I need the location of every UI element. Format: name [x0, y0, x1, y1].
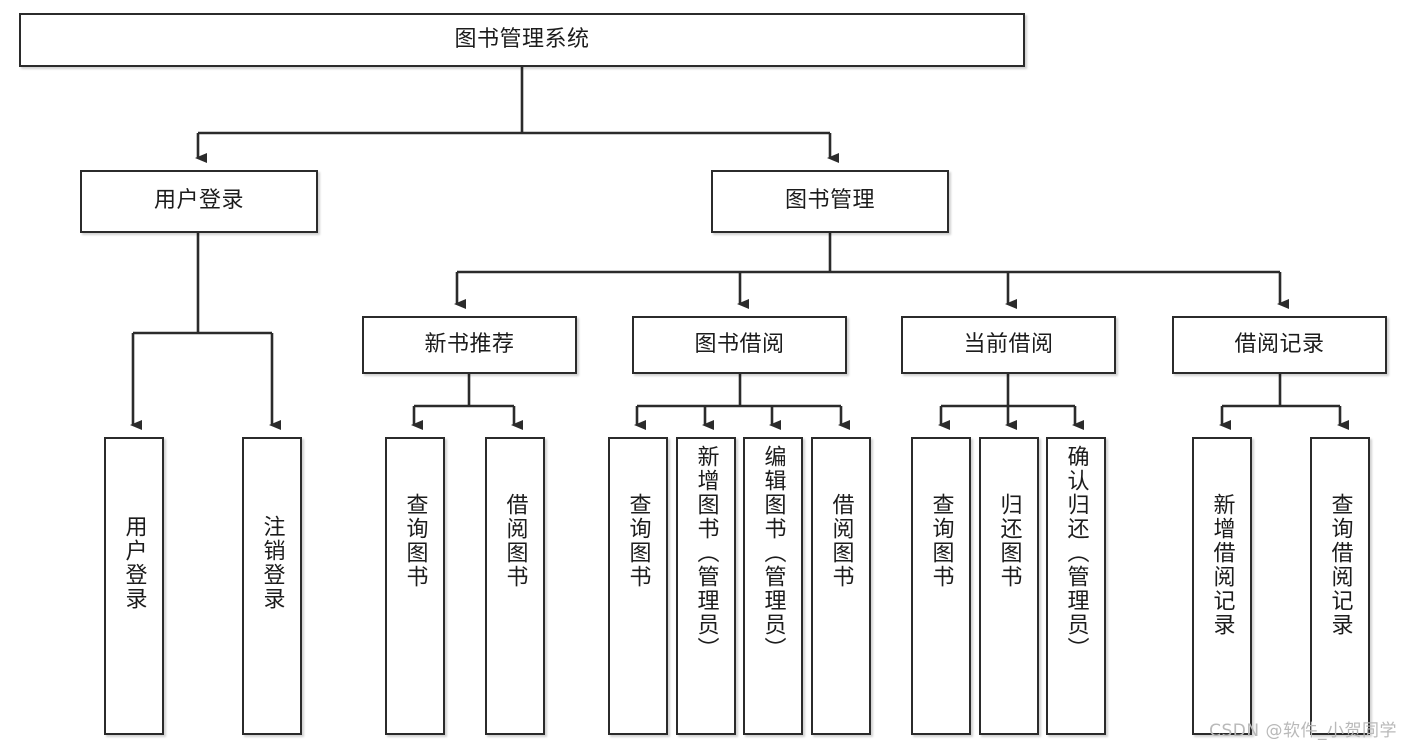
node-book-borrow-label: 图书借阅	[694, 331, 785, 357]
node-new-book-rec-label: 新书推荐	[424, 331, 515, 357]
node-current-borrow-label: 当前借阅	[963, 331, 1054, 357]
node-leaf-confirm-return-label: 确认归还（管理员）	[1063, 445, 1089, 661]
node-leaf-user-login-label: 用户登录	[121, 515, 147, 611]
node-leaf-query-record[interactable]: 查询借阅记录	[1310, 437, 1370, 735]
node-borrow-record-label: 借阅记录	[1234, 331, 1325, 357]
node-leaf-add-book-label: 新增图书（管理员）	[693, 445, 719, 661]
node-leaf-confirm-return[interactable]: 确认归还（管理员）	[1046, 437, 1106, 735]
node-leaf-borrow-book-2-label: 借阅图书	[828, 493, 854, 589]
node-leaf-query-book-3[interactable]: 查询图书	[911, 437, 971, 735]
node-leaf-borrow-book-1-label: 借阅图书	[502, 493, 528, 589]
node-user-login[interactable]: 用户登录	[80, 170, 318, 233]
node-root-label: 图书管理系统	[454, 26, 590, 52]
node-current-borrow[interactable]: 当前借阅	[901, 316, 1116, 374]
node-leaf-logout-label: 注销登录	[259, 515, 285, 611]
node-leaf-query-record-label: 查询借阅记录	[1327, 493, 1353, 637]
node-leaf-borrow-book-2[interactable]: 借阅图书	[811, 437, 871, 735]
watermark: CSDN @软件_小贺同学	[1209, 721, 1397, 741]
node-root[interactable]: 图书管理系统	[19, 13, 1025, 67]
node-leaf-query-book-2[interactable]: 查询图书	[608, 437, 668, 735]
node-user-login-label: 用户登录	[153, 188, 244, 214]
node-leaf-query-book-3-label: 查询图书	[928, 493, 954, 589]
node-leaf-return-book-label: 归还图书	[996, 493, 1022, 589]
node-leaf-borrow-book-1[interactable]: 借阅图书	[485, 437, 545, 735]
node-book-manage-label: 图书管理	[784, 188, 875, 214]
node-leaf-edit-book[interactable]: 编辑图书（管理员）	[743, 437, 803, 735]
node-book-borrow[interactable]: 图书借阅	[632, 316, 847, 374]
node-leaf-add-record[interactable]: 新增借阅记录	[1192, 437, 1252, 735]
node-leaf-add-book[interactable]: 新增图书（管理员）	[676, 437, 736, 735]
node-leaf-user-login[interactable]: 用户登录	[104, 437, 164, 735]
node-leaf-add-record-label: 新增借阅记录	[1209, 493, 1235, 637]
node-leaf-query-book-1-label: 查询图书	[402, 493, 428, 589]
node-leaf-query-book-2-label: 查询图书	[625, 493, 651, 589]
node-book-manage[interactable]: 图书管理	[711, 170, 949, 233]
node-leaf-edit-book-label: 编辑图书（管理员）	[760, 445, 786, 661]
node-new-book-rec[interactable]: 新书推荐	[362, 316, 577, 374]
node-leaf-return-book[interactable]: 归还图书	[979, 437, 1039, 735]
node-borrow-record[interactable]: 借阅记录	[1172, 316, 1387, 374]
node-leaf-query-book-1[interactable]: 查询图书	[385, 437, 445, 735]
node-leaf-logout[interactable]: 注销登录	[242, 437, 302, 735]
